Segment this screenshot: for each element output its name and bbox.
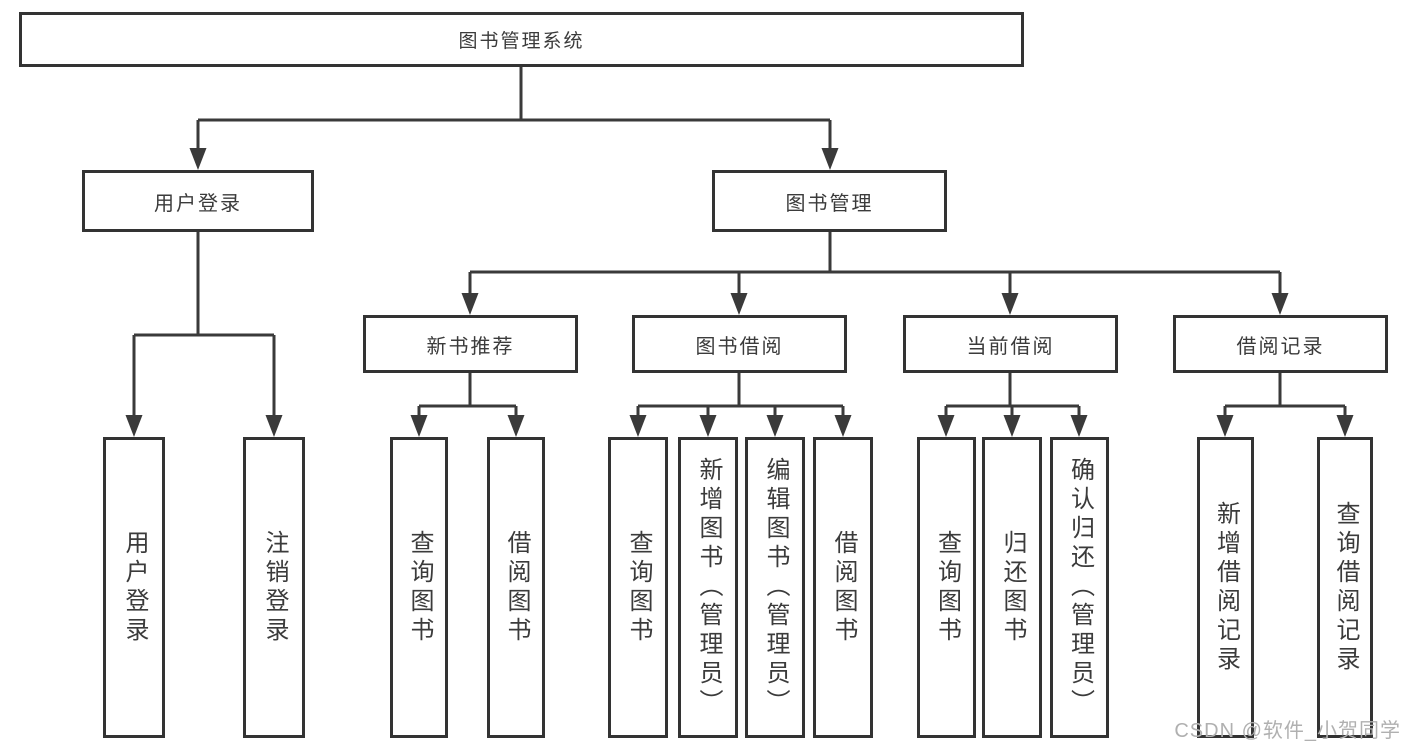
node-book-management: 图书管理 <box>712 170 947 232</box>
node-leaf-query-book-3: 查询图书 <box>917 437 976 738</box>
node-new-book-recommend: 新书推荐 <box>363 315 578 373</box>
node-leaf-query-book-1: 查询图书 <box>390 437 448 738</box>
watermark-text: CSDN @软件_小贺同学 <box>1174 720 1401 742</box>
node-leaf-edit-book-admin: 编辑图书（管理员） <box>745 437 805 738</box>
node-leaf-add-book-admin: 新增图书（管理员） <box>678 437 738 738</box>
node-borrow-records: 借阅记录 <box>1173 315 1388 373</box>
node-leaf-borrow-book-1: 借阅图书 <box>487 437 545 738</box>
node-leaf-confirm-return-admin: 确认归还（管理员） <box>1050 437 1109 738</box>
node-root: 图书管理系统 <box>19 12 1024 67</box>
node-leaf-return-book: 归还图书 <box>982 437 1042 738</box>
node-leaf-user-login: 用户登录 <box>103 437 165 738</box>
node-leaf-query-borrow-record: 查询借阅记录 <box>1317 437 1373 738</box>
node-leaf-logout: 注销登录 <box>243 437 305 738</box>
node-user-login: 用户登录 <box>82 170 314 232</box>
node-leaf-borrow-book-2: 借阅图书 <box>813 437 873 738</box>
node-current-borrow: 当前借阅 <box>903 315 1118 373</box>
node-book-borrow: 图书借阅 <box>632 315 847 373</box>
node-leaf-add-borrow-record: 新增借阅记录 <box>1197 437 1254 738</box>
node-leaf-query-book-2: 查询图书 <box>608 437 668 738</box>
